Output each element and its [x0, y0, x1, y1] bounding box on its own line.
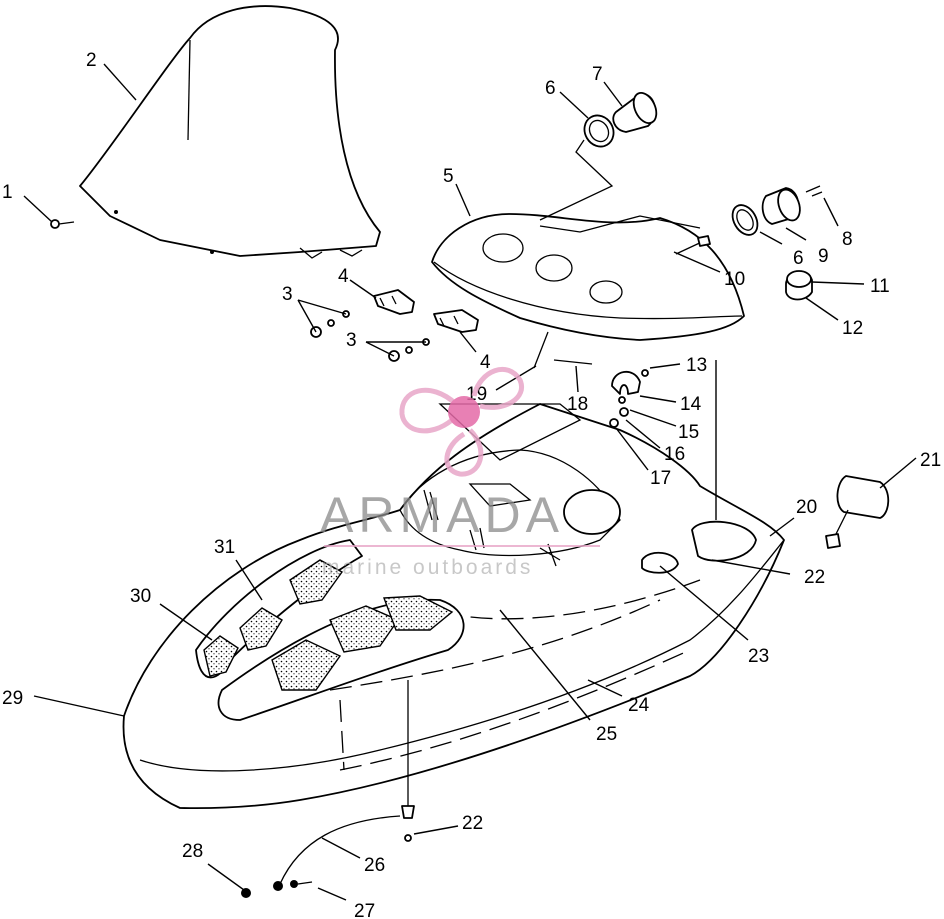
callout-30: 30: [130, 586, 151, 607]
vent-right: [217, 595, 465, 721]
gauge-bezel-right: [731, 204, 759, 236]
screw-fastener: [50, 219, 75, 229]
callout-26: 26: [364, 855, 385, 876]
cable-26: [279, 815, 401, 885]
callout-11: 11: [870, 276, 890, 297]
lower-screw: [401, 680, 415, 842]
propeller-logo-icon: [399, 366, 525, 477]
cable-end: [273, 880, 313, 891]
callout-28: 28: [182, 841, 203, 862]
callout-22b: 22: [462, 813, 483, 834]
wiring-harness-top: [539, 139, 614, 221]
callout-4b: 4: [480, 352, 491, 373]
pin-18: [553, 359, 593, 365]
callout-10: 10: [724, 269, 745, 290]
callout-24: 24: [628, 695, 650, 716]
callout-15: 15: [678, 422, 699, 443]
bracket-upper: [373, 289, 415, 315]
hardware-set-upper: [310, 310, 350, 338]
switch-11: [785, 270, 813, 301]
watermark-subtitle: marine outboards: [322, 556, 533, 579]
callout-27: 27: [354, 901, 375, 919]
callout-7: 7: [592, 64, 603, 85]
callout-12: 12: [842, 318, 863, 339]
watermark: ARMADA marine outboards: [320, 366, 600, 579]
callout-labels: 1 2 3 3 4 4 5 6 6 7 8 9 10 11 12 13 14 1…: [2, 50, 941, 919]
callout-21: 21: [920, 450, 941, 471]
leader-lines: [23, 63, 917, 901]
callout-16: 16: [664, 444, 685, 465]
watermark-title: ARMADA: [320, 487, 564, 543]
bulb-8: [805, 185, 823, 197]
clamp-assembly: [609, 369, 649, 428]
callout-18: 18: [567, 394, 588, 415]
callout-1: 1: [2, 182, 13, 203]
mirror: [825, 475, 890, 549]
vent-left: [195, 539, 363, 679]
cable-19: [533, 331, 549, 369]
callout-20: 20: [796, 497, 817, 518]
callout-2: 2: [86, 50, 97, 71]
bracket-lower: [433, 309, 479, 333]
windshield: [79, 5, 381, 259]
callout-25: 25: [596, 724, 617, 745]
gauge-right: [761, 187, 801, 225]
callout-9: 9: [818, 246, 829, 267]
gauge-console: [431, 213, 745, 341]
callout-23: 23: [748, 646, 769, 667]
callout-13: 13: [686, 355, 707, 376]
callout-22a: 22: [804, 567, 825, 588]
callout-31: 31: [214, 537, 235, 558]
callout-6a: 6: [545, 78, 556, 99]
callout-3b: 3: [346, 330, 357, 351]
callout-17: 17: [650, 468, 671, 489]
bolt-10: [675, 235, 711, 255]
callout-14: 14: [680, 394, 702, 415]
gauge-bezel-top: [583, 114, 615, 148]
callout-8: 8: [842, 229, 853, 250]
callout-4a: 4: [338, 266, 349, 287]
gauge-top: [612, 91, 658, 133]
callout-3a: 3: [282, 284, 293, 305]
callout-29: 29: [2, 688, 23, 709]
callout-5: 5: [443, 166, 454, 187]
hardware-set-lower: [388, 338, 430, 362]
callout-6b: 6: [793, 248, 804, 269]
